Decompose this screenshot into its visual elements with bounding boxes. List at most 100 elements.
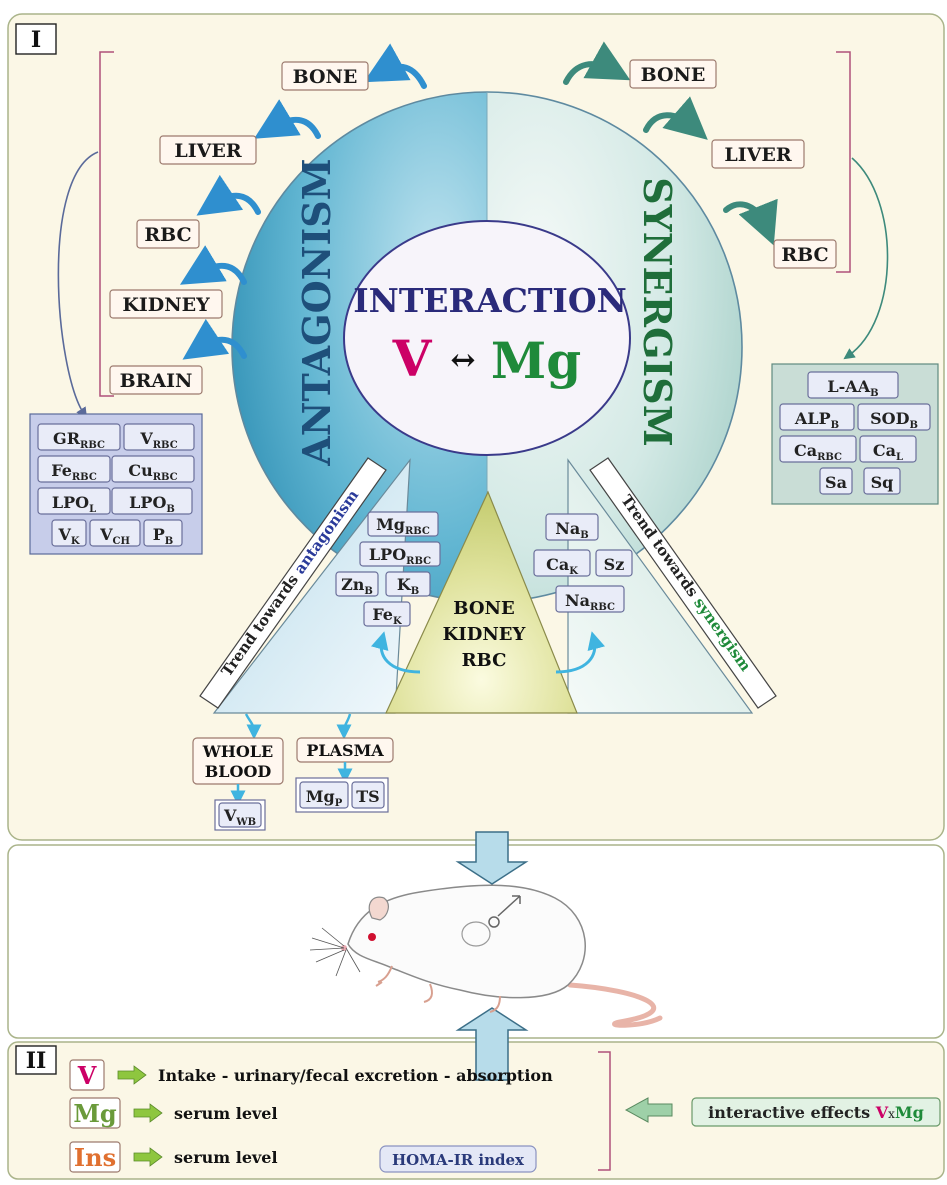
bracket-left <box>99 51 114 397</box>
organ-label-antagonism-brain: BRAIN <box>120 370 193 392</box>
param-mg-p-box <box>299 781 349 809</box>
param-ca-l-box <box>859 435 917 463</box>
rat-ear <box>368 896 389 921</box>
triangle-center <box>385 490 578 714</box>
param-ts: TS <box>356 787 379 806</box>
organ-box-synergism-liver <box>711 139 805 169</box>
trend-band-left <box>199 457 387 709</box>
bottom-tag-v: V <box>77 1061 97 1090</box>
left-green-arrow <box>624 1097 673 1123</box>
param-sod-b: SODB <box>870 409 918 431</box>
param-k-b: KB <box>397 575 419 597</box>
organ-label-antagonism-bone: BONE <box>293 66 358 88</box>
organ-label-antagonism-rbc: RBC <box>144 224 191 246</box>
param-sod-b-box <box>857 403 931 431</box>
up-arrow <box>455 1007 529 1081</box>
param-cu-rbc: CuRBC <box>128 461 177 483</box>
v-symbol: V <box>392 329 433 388</box>
arrow-synergism-liver <box>643 96 708 140</box>
arrow-synergism-rbc <box>723 198 778 246</box>
param-v-rbc: VRBC <box>139 429 177 451</box>
bottom-row-text-0: Intake - urinary/fecal excretion - absor… <box>158 1066 553 1085</box>
param-sa: Sa <box>825 473 847 492</box>
param-ca-k: CaK <box>546 555 578 577</box>
bottom-tag-box-2 <box>69 1141 121 1173</box>
param-ts-box <box>351 781 385 809</box>
panel-label-ii: II <box>26 1048 47 1074</box>
organ-box-antagonism-kidney <box>109 289 223 319</box>
organ-box-synergism-bone <box>629 59 717 89</box>
param-lpo-b-box <box>111 487 193 515</box>
arrow-antagonism-liver <box>253 99 321 139</box>
param-lpo-l-box <box>37 487 111 515</box>
center-triangle-line1: BONE <box>453 598 514 619</box>
param-ca-l: CaL <box>873 441 903 463</box>
param-l-aa-b-box <box>807 371 899 399</box>
param-ca-k-box <box>533 549 591 577</box>
param-mg-rbc: MgRBC <box>376 515 430 537</box>
arrow-antagonism-bone <box>363 43 427 89</box>
down-arrow <box>455 831 529 885</box>
bottom-row-text-1: serum level <box>174 1104 278 1123</box>
param-v-ch-box <box>89 519 141 547</box>
organ-label-antagonism-kidney: KIDNEY <box>122 294 210 316</box>
connector-left <box>57 151 99 419</box>
param-mg-p: MgP <box>306 787 343 809</box>
param-lpo-rbc: LPORBC <box>369 545 431 567</box>
green-arrow-icon <box>133 1147 163 1167</box>
param-zn-b: ZnB <box>341 575 373 597</box>
param-gr-rbc: GRRBC <box>53 429 105 451</box>
curl-arrow-left <box>370 631 421 674</box>
whole-blood-line1: WHOLE <box>202 742 273 761</box>
bottom-row-text-2: serum level <box>174 1148 278 1167</box>
organ-label-synergism-bone: BONE <box>641 64 706 86</box>
param-ca-rbc-box <box>779 435 857 463</box>
param-zn-b-box <box>335 571 379 597</box>
param-lpo-l: LPOL <box>52 493 96 515</box>
green-arrow-icon <box>133 1103 163 1123</box>
param-na-b-box <box>545 513 599 541</box>
organ-label-synergism-liver: LIVER <box>724 144 791 166</box>
param-gr-rbc-box <box>37 423 121 451</box>
rat-body <box>347 884 586 999</box>
param-p-b-box <box>143 519 183 547</box>
param-v-k: VK <box>57 525 79 547</box>
mg-symbol: Mg <box>491 331 581 390</box>
param-ca-rbc: CaRBC <box>794 441 842 463</box>
interactive-effects-label: interactive effects VxMg <box>708 1103 924 1122</box>
organ-label-antagonism-liver: LIVER <box>174 140 241 162</box>
bracket-right <box>836 51 851 273</box>
param-v-rbc-box <box>123 423 195 451</box>
param-na-b: NaB <box>555 519 588 541</box>
param-alp-b: ALPB <box>794 409 839 431</box>
arrow-to-whole-blood <box>244 713 262 740</box>
trend-band-right <box>589 457 777 709</box>
param-k-b-box <box>385 571 431 597</box>
organ-label-synergism-rbc: RBC <box>781 244 828 266</box>
interaction-title: INTERACTION <box>353 281 627 320</box>
param-lpo-b: LPOB <box>129 493 175 515</box>
organ-box-antagonism-brain <box>109 365 203 395</box>
param-v-ch: VCH <box>99 525 130 547</box>
param-lpo-rbc-box <box>359 541 441 567</box>
organ-box-antagonism-bone <box>281 61 369 91</box>
homa-ir-index: HOMA-IR index <box>392 1151 525 1169</box>
bracket-bottom <box>598 1051 611 1171</box>
bottom-tag-box-0 <box>69 1059 105 1091</box>
plasma-label: PLASMA <box>306 741 384 760</box>
bottom-tag-mg: Mg <box>73 1099 117 1128</box>
organ-box-antagonism-rbc <box>136 219 200 249</box>
arrow-antagonism-brain <box>182 318 247 360</box>
curl-arrow-right <box>555 631 606 674</box>
param-sz-box <box>595 549 633 577</box>
green-arrow-icon <box>117 1065 147 1085</box>
param-fe-k-box <box>363 601 411 627</box>
param-sa-box <box>819 467 853 495</box>
arrow-antagonism-rbc <box>196 174 261 216</box>
param-v-wb: VWB <box>223 806 256 828</box>
param-fe-k: FeK <box>372 605 402 627</box>
rat-eye <box>368 933 376 941</box>
interaction-arrow: ↔ <box>450 343 475 378</box>
synergism-label: SYNERGISM <box>635 177 680 447</box>
